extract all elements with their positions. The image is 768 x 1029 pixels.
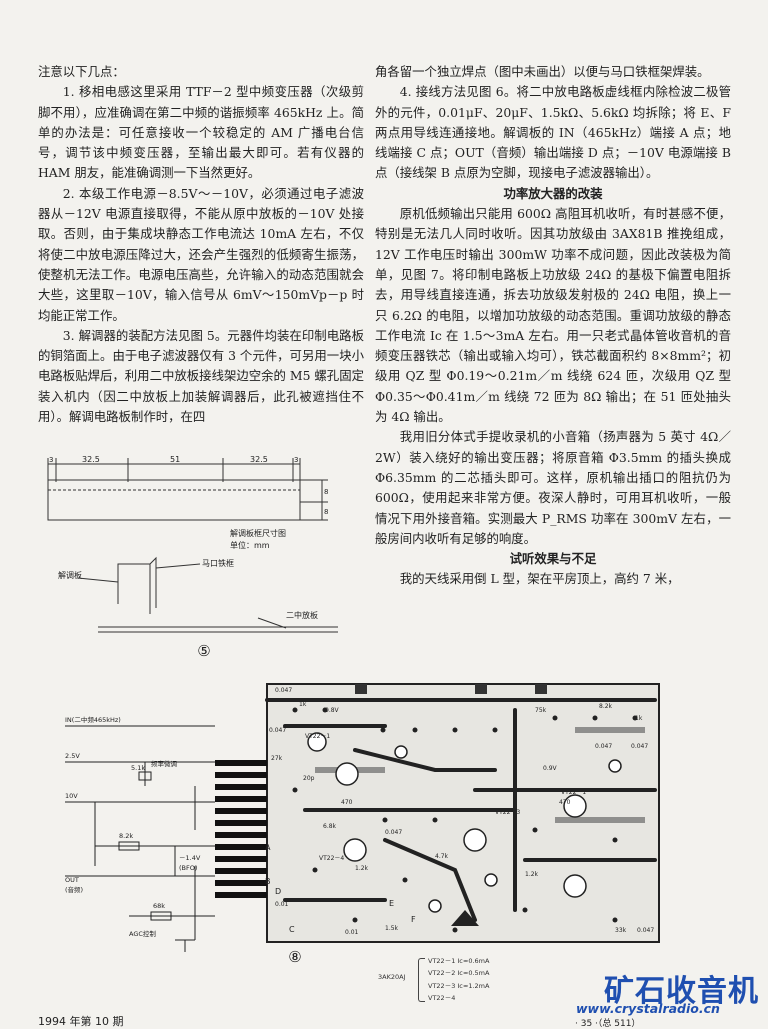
section-heading-results: 试听效果与不足 (509, 551, 597, 567)
fig8-r470b: 470 (559, 799, 571, 806)
fig8-r1k: 1k (299, 701, 307, 708)
section-heading-amplifier: 功率放大器的改装 (503, 185, 603, 201)
fig8-c0047b: 0.047 (269, 727, 286, 734)
vt-list-item: VT22－3 Ic≈1.2mA (428, 981, 490, 990)
fig8-out-label: OUT (65, 876, 79, 884)
fig5-dim-32-5b: 32.5 (250, 455, 268, 464)
fig8-r12k2: 1.2k (525, 871, 539, 878)
vt-list-item: VT22－2 Ic≈0.5mA (428, 969, 490, 978)
fig8-bfo-label: (BFO) (179, 864, 197, 872)
fig8-agc-label: AGC控制 (129, 929, 156, 938)
fig5-dim-32-5a: 32.5 (82, 455, 100, 464)
fig8-number: ⑧ (288, 948, 301, 966)
fig8-c0047c: 0.047 (595, 743, 612, 750)
paragraph-speaker: 我用旧分体式手提收录机的小音箱（扬声器为 5 英寸 4Ω／2W）装入绕好的输出变… (375, 429, 731, 546)
figure-8-circuit-board: IN(二中频465kHz) 2.5V 10V 频率微调 5.1k 8.2k －1… (65, 683, 660, 966)
fig8-10v-label: 10V (65, 792, 78, 800)
fig8-c0047d: 0.047 (631, 743, 648, 750)
paragraph-point-1: 1. 移相电感这里采用 TTF－2 型中频变压器（次级剪脚不用），应准确调在第二… (38, 84, 364, 181)
fig8-c20p: 20p (303, 775, 315, 782)
paragraph-antenna: 我的天线采用倒 L 型，架在平房顶上，高约 7 米， (399, 571, 680, 587)
fig8-c0047a: 0.047 (275, 687, 292, 694)
fig5-unit: 单位：mm (230, 540, 270, 550)
fig8-point-f: F (411, 915, 416, 924)
fig8-bfo-v-label: －1.4V (179, 854, 201, 862)
fig8-r82k2: 8.2k (599, 703, 613, 710)
fig5-dim-8a: 8 (324, 488, 328, 496)
fig8-vt222: VT22－1 (561, 789, 586, 796)
fig8-r82k-label: 8.2k (119, 832, 133, 840)
watermark-url: www.crystalradio.cn (576, 1001, 720, 1016)
left-column: 注意以下几点： 1. 移相电感这里采用 TTF－2 型中频变压器（次级剪脚不用）… (38, 62, 364, 427)
fig8-v08: 0.8V (325, 707, 340, 714)
vt-list: VT22－1 Ic≈0.6mA VT22－2 Ic≈0.5mA VT22－3 I… (428, 955, 489, 1004)
fig8-r12k: 1.2k (355, 865, 369, 872)
paragraph-point-4: 4. 接线方法见图 6。将二中放电路板虚线框内除检波二极管外的元件，0.01μF… (375, 84, 731, 181)
fig8-freq-fine-label: 频率微调 (151, 759, 177, 768)
fig5-caption: 解调板框尺寸图 (230, 528, 286, 538)
fig8-c001: 0.01 (275, 901, 289, 908)
fig8-r47k: 4.7k (435, 853, 449, 860)
fig8-r68k-label: 68k (153, 902, 165, 910)
figure-5-board-frame: 3 32.5 51 32.5 3 8 8 解调板框尺寸图 单位：mm 解调板 马… (47, 455, 338, 660)
fig5-dim-8b: 8 (324, 508, 328, 516)
fig8-r33k: 33k (615, 927, 627, 934)
vt-list-brace (418, 958, 425, 1002)
fig8-out-sub-label: (音频) (65, 885, 83, 894)
fig8-point-a: A (265, 843, 271, 852)
fig5-dim-3a: 3 (49, 456, 53, 464)
fig8-r75k: 75k (535, 707, 547, 714)
fig5-dim-51: 51 (170, 455, 180, 464)
footer-page-number: · 35 ·（总 511） (575, 1019, 641, 1029)
watermark-logo-text: 矿石收音机 (604, 974, 759, 1009)
vt-list-item: VT22－4 (428, 993, 456, 1002)
fig5-label-board: 解调板 (58, 570, 82, 580)
fig8-point-b: B (265, 877, 271, 886)
fig8-in-label: IN(二中频465kHz) (65, 715, 121, 724)
fig8-r470: 470 (341, 799, 353, 806)
vt-list-item: VT22－1 Ic≈0.6mA (428, 957, 490, 965)
vt-group-label: 3AK20AJ (378, 973, 406, 981)
fig5-number: ⑤ (197, 642, 210, 660)
fig5-label-second-if: 二中放板 (286, 610, 318, 620)
fig8-r1k2: 1k (635, 715, 643, 722)
fig8-r27k: 27k (271, 755, 283, 762)
paragraph-continued: 角各留一个独立焊点（图中未画出）以便与马口铁框架焊装。 (375, 64, 710, 79)
fig8-2-5v-label: 2.5V (65, 752, 80, 760)
paragraph-amplifier: 原机低频输出只能用 600Ω 高阻耳机收听，有时甚感不便，特别是无法几人同时收听… (375, 206, 731, 425)
fig8-c0047f: 0.047 (637, 927, 654, 934)
fig8-r51k-label: 5.1k (131, 764, 145, 772)
fig8-v09: 0.9V (543, 765, 558, 772)
fig8-point-c: C (289, 925, 295, 934)
fig8-vt224: VT22－4 (319, 855, 344, 862)
fig5-dim-3b: 3 (294, 456, 298, 464)
fig8-c0047e: 0.047 (385, 829, 402, 836)
fig8-r68k2: 6.8k (323, 823, 337, 830)
paragraph-point-3: 3. 解调器的装配方法见图 5。元器件均装在印制电路板的铜箔面上。由于电子滤波器… (38, 327, 364, 425)
fig8-point-e: E (389, 899, 394, 908)
fig8-c001b: 0.01 (345, 929, 359, 936)
right-column: 角各留一个独立焊点（图中未画出）以便与马口铁框架焊装。 4. 接线方法见图 6。… (375, 62, 731, 590)
fig8-vt221: VT22－1 (305, 733, 330, 740)
fig5-label-frame: 马口铁框 (202, 558, 234, 568)
footer-issue: 1994 年第 10 期 (38, 1015, 124, 1028)
fig8-vt223: VT22－3 (495, 809, 520, 816)
paragraph-intro: 注意以下几点： (38, 64, 125, 79)
fig8-r15k: 1.5k (385, 925, 399, 932)
fig8-point-d: D (275, 887, 281, 896)
paragraph-point-2: 2. 本级工作电源－8.5V～－10V，必须通过电子滤波器从－12V 电源直接取… (38, 185, 364, 323)
